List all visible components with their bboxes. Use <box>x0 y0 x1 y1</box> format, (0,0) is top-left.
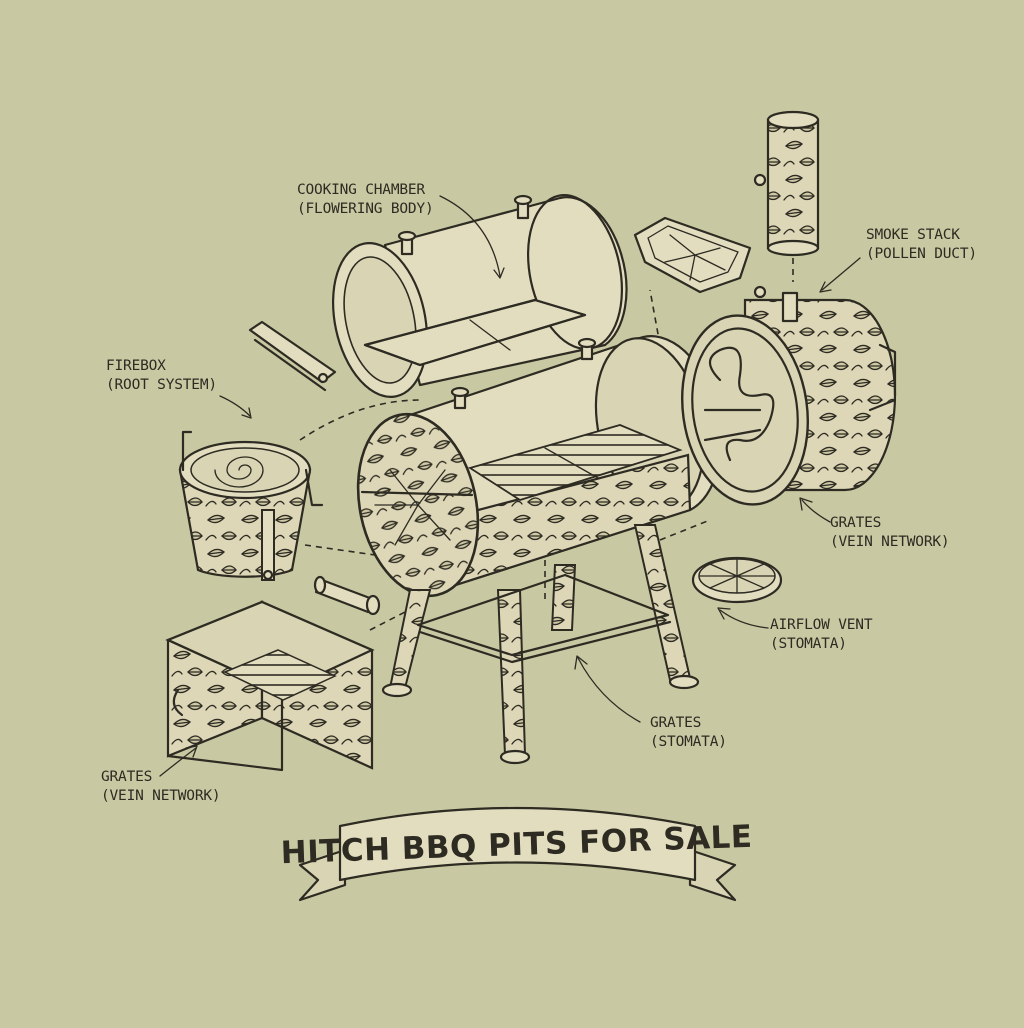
title-banner: HITCH BBQ PITS FOR SALE <box>280 806 753 902</box>
smoke-stack-pipe <box>753 110 820 282</box>
label-cooking-chamber: COOKING CHAMBER (FLOWERING BODY) <box>297 181 434 219</box>
firebox-bucket <box>178 430 324 581</box>
arrow-grates-left <box>159 747 197 777</box>
arrow-grates-right <box>801 499 831 523</box>
side-shelf-bracket <box>248 320 337 392</box>
guide-line-firebox <box>299 399 421 441</box>
stand-legs <box>381 524 700 765</box>
label-airflow-vent: AIRFLOW VENT (STOMATA) <box>770 616 873 654</box>
arrowhead-grates-right <box>799 497 813 511</box>
label-grates-center-title: GRATES <box>650 715 702 731</box>
connector-tube <box>313 575 381 616</box>
ash-box <box>165 600 375 772</box>
arrow-airflow <box>719 609 769 629</box>
label-grates-right-subtitle: (VEIN NETWORK) <box>830 534 950 550</box>
label-grates-left: GRATES (VEIN NETWORK) <box>101 768 221 806</box>
label-grates-center-subtitle: (STOMATA) <box>650 734 727 750</box>
arrow-cooking-chamber <box>439 195 501 277</box>
guide-line-bucket <box>304 544 376 556</box>
arrowhead-grates-left <box>185 745 198 758</box>
label-cooking-chamber-title: COOKING CHAMBER <box>297 182 425 198</box>
arrowhead-airflow <box>717 607 731 620</box>
arrowhead-cooking-chamber <box>493 267 505 279</box>
arrow-smoke-stack <box>821 257 861 291</box>
label-cooking-chamber-subtitle: (FLOWERING BODY) <box>297 201 434 217</box>
label-smoke-stack-title: SMOKE STACK <box>866 227 960 243</box>
label-airflow-vent-title: AIRFLOW VENT <box>770 617 873 633</box>
arrowhead-smoke-stack <box>819 281 832 293</box>
arrowhead-firebox <box>241 407 252 419</box>
label-firebox: FIREBOX (ROOT SYSTEM) <box>106 357 217 395</box>
label-grates-right-title: GRATES <box>830 515 882 531</box>
label-grates-left-subtitle: (VEIN NETWORK) <box>101 788 221 804</box>
label-firebox-title: FIREBOX <box>106 358 166 374</box>
guide-line-tray <box>649 289 661 346</box>
label-grates-left-title: GRATES <box>101 769 153 785</box>
arrow-grates-center <box>577 657 641 723</box>
guide-line-box <box>369 611 406 631</box>
offset-firebox-drum <box>680 285 897 506</box>
label-grates-center: GRATES (STOMATA) <box>650 714 727 752</box>
main-cooking-chamber <box>356 335 722 598</box>
label-smoke-stack: SMOKE STACK (POLLEN DUCT) <box>866 226 977 264</box>
label-grates-right: GRATES (VEIN NETWORK) <box>830 514 950 552</box>
guide-line-grates <box>659 519 711 541</box>
cooking-chamber-upper <box>331 194 628 398</box>
label-smoke-stack-subtitle: (POLLEN DUCT) <box>866 246 977 262</box>
airflow-vent-disc <box>691 556 783 604</box>
drip-tray <box>633 216 752 294</box>
arrow-firebox <box>219 395 251 417</box>
label-airflow-vent-subtitle: (STOMATA) <box>770 636 847 652</box>
label-firebox-subtitle: (ROOT SYSTEM) <box>106 377 217 393</box>
arrowhead-grates-center <box>574 655 588 670</box>
